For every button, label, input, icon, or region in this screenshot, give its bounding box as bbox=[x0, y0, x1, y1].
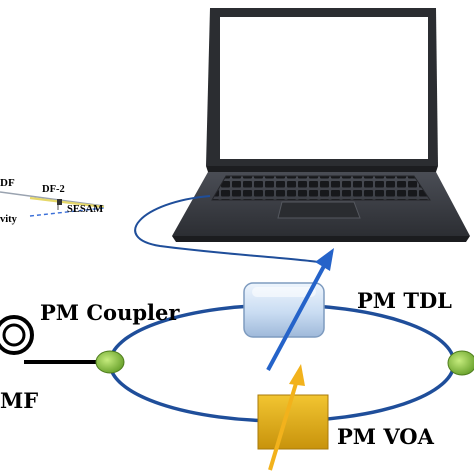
cavity-inset-fragment: DF DF-2 SESAM vity bbox=[0, 177, 105, 225]
laptop-hinge bbox=[206, 166, 438, 172]
laptop-icon bbox=[172, 8, 470, 242]
pm-coupler-left bbox=[95, 350, 125, 374]
sesam-mirror-icon bbox=[57, 199, 62, 205]
label-df: DF bbox=[0, 177, 15, 189]
fiber-solid-segment bbox=[0, 191, 105, 207]
voa-adjust-arrow bbox=[268, 364, 305, 471]
attenuator-icon bbox=[257, 394, 329, 450]
label-sesam: SESAM bbox=[67, 204, 103, 215]
fiber-spool-icon bbox=[0, 315, 34, 355]
label-pm-tdl: PM TDL bbox=[357, 288, 452, 313]
tdl-adjust-arrow bbox=[266, 248, 334, 371]
laptop-keyboard bbox=[211, 175, 431, 201]
label-mf: MF bbox=[0, 388, 38, 413]
pm-coupler-right bbox=[447, 350, 474, 376]
label-df2: DF-2 bbox=[42, 184, 65, 195]
label-pm-voa: PM VOA bbox=[337, 424, 435, 449]
fiber-yellow-segment bbox=[29, 196, 105, 209]
laptop-screen bbox=[220, 17, 428, 159]
label-cavity: vity bbox=[0, 214, 18, 225]
laptop-front-edge bbox=[172, 236, 470, 242]
laptop-cable bbox=[134, 195, 319, 263]
fiber-dashed-segment bbox=[29, 207, 105, 217]
laptop-touchpad bbox=[277, 201, 361, 219]
label-pm-coupler: PM Coupler bbox=[40, 300, 180, 325]
